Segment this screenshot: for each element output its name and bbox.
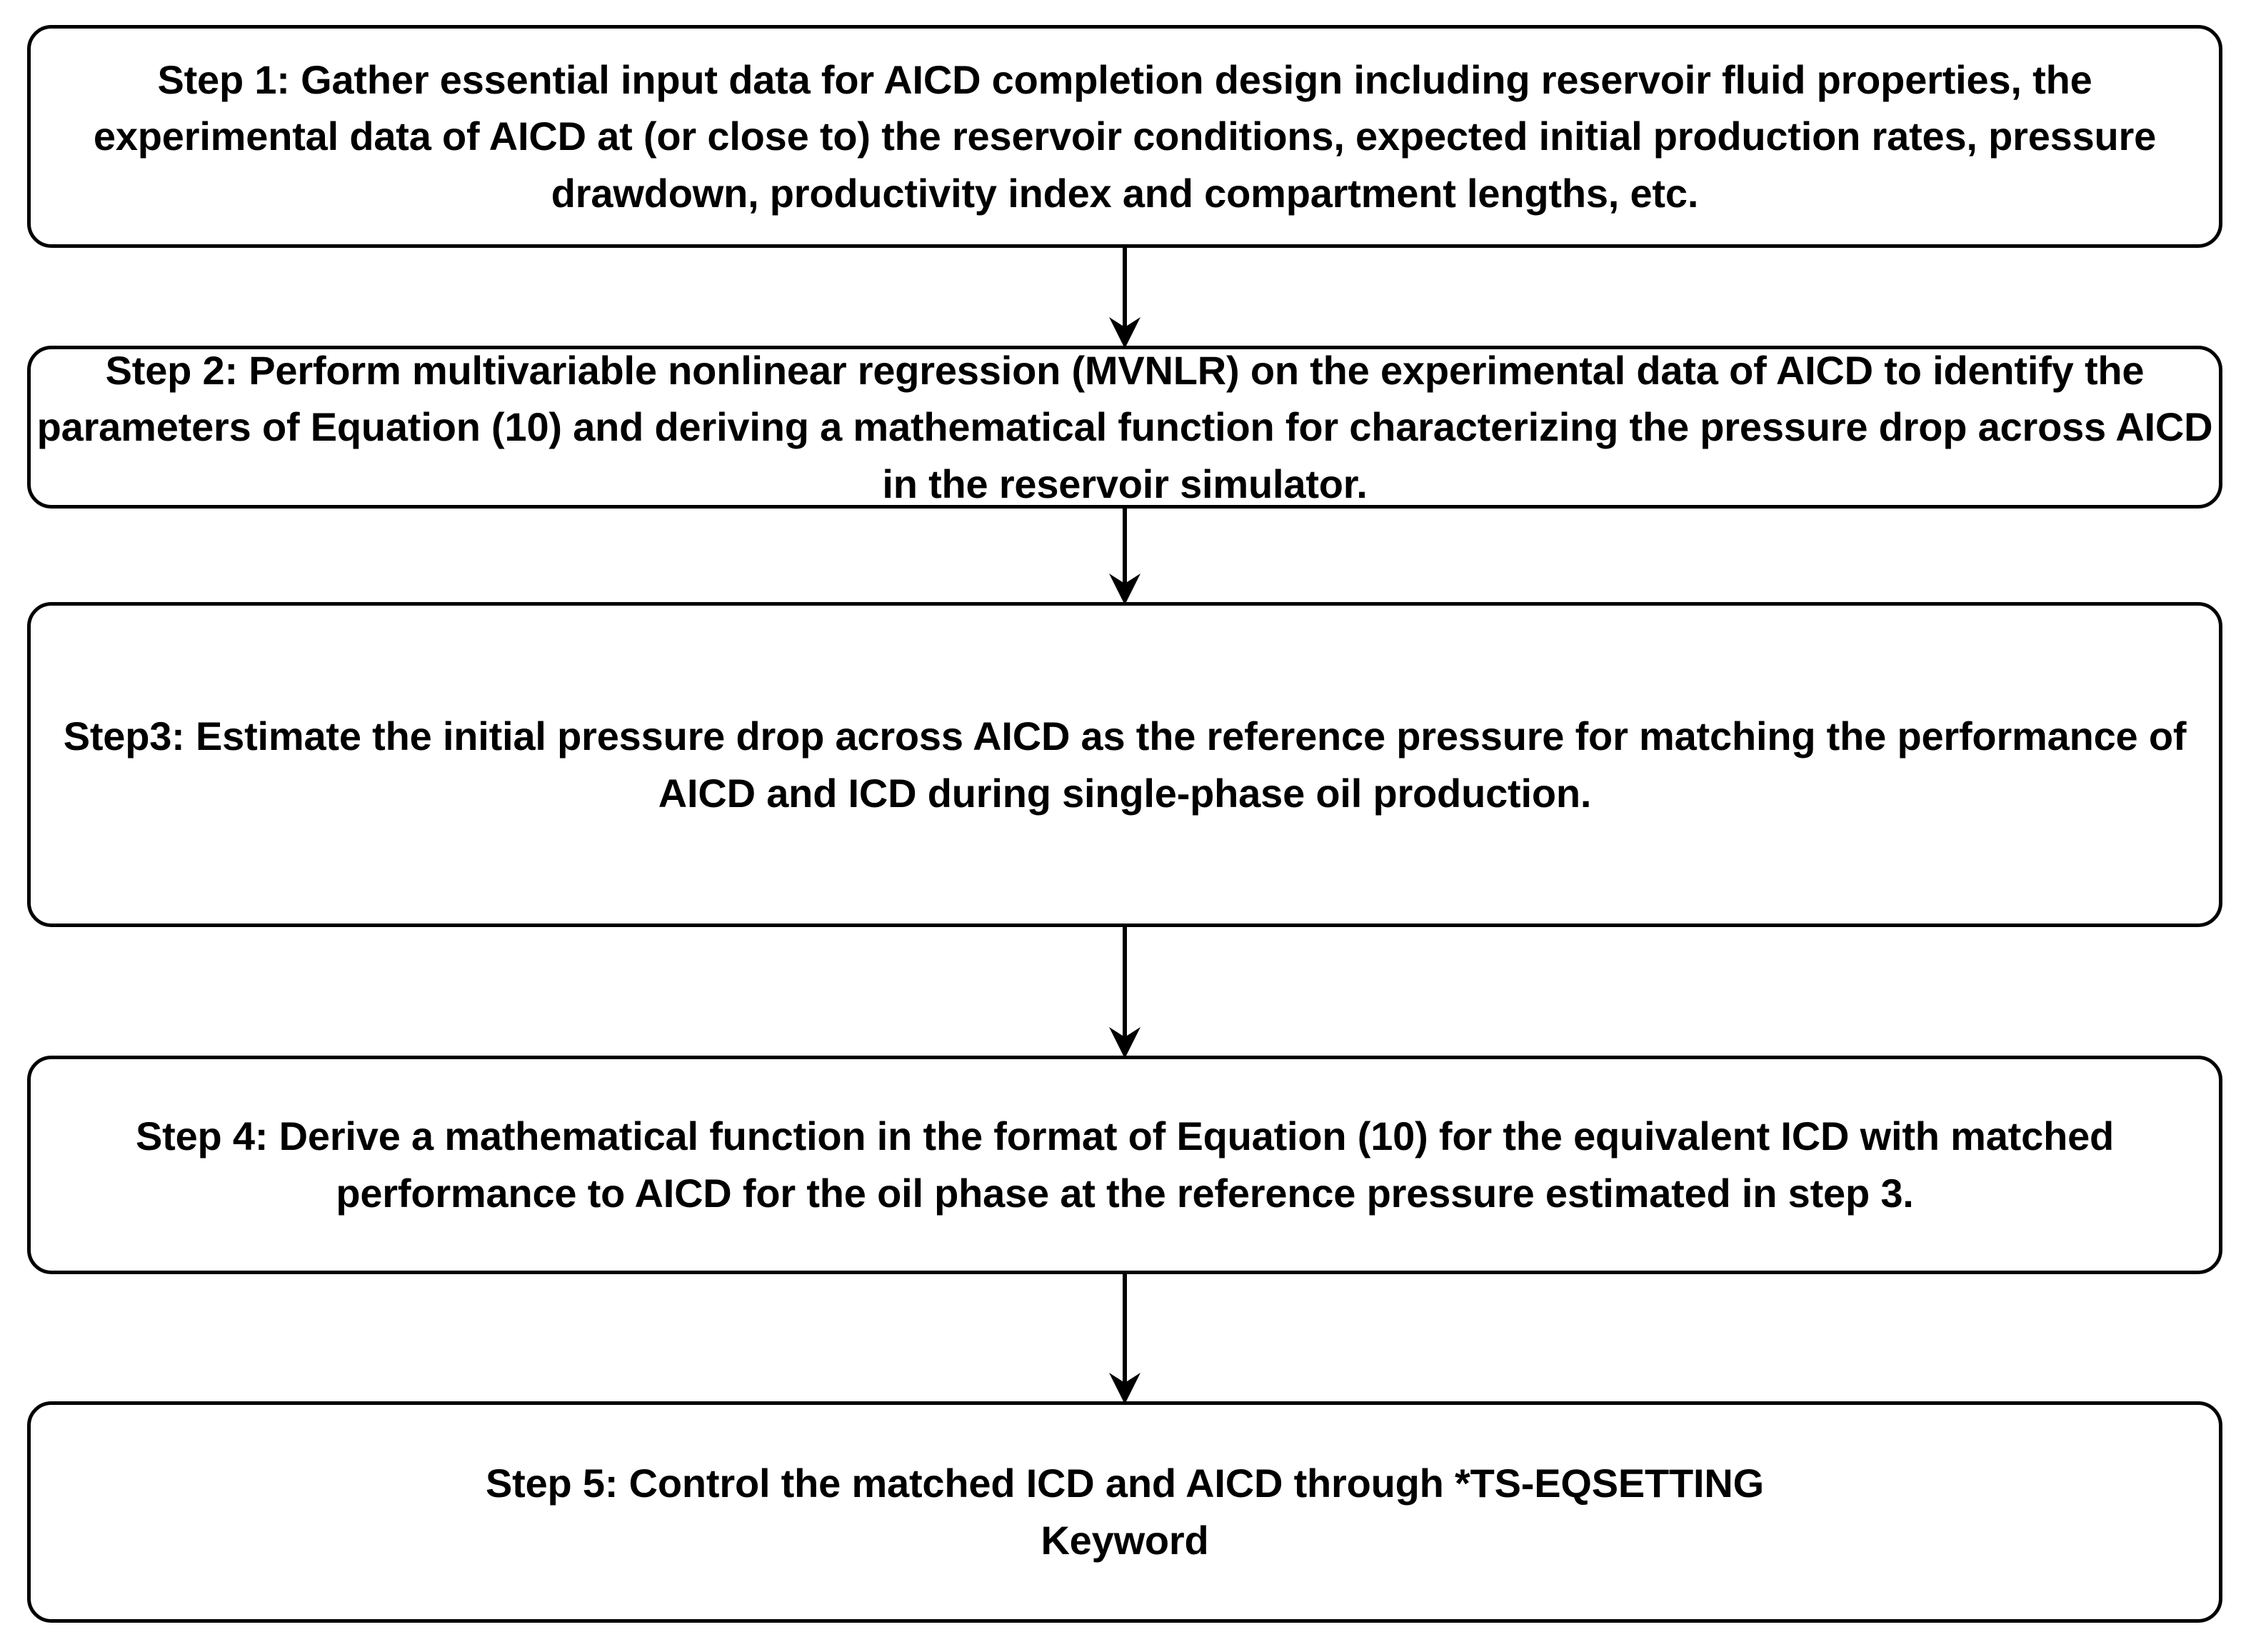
down-arrow-icon [1109, 506, 1140, 605]
connector-step-3-to-step-4 [1106, 924, 1143, 1058]
step-1-text: Step 1: Gather essential input data for … [93, 56, 2157, 216]
down-arrow-icon [1109, 1271, 1140, 1404]
flowchart-node-step-3: Step3: Estimate the initial pressure dro… [27, 602, 2222, 927]
flowchart-node-step-1: Step 1: Gather essential input data for … [27, 25, 2222, 248]
connector-step-4-to-step-5 [1106, 1271, 1143, 1404]
flowchart-node-step-5: Step 5: Control the matched ICD and AICD… [27, 1401, 2222, 1623]
step-3-text: Step3: Estimate the initial pressure dro… [63, 713, 2187, 816]
step-5-text: Step 5: Control the matched ICD and AICD… [486, 1461, 1764, 1563]
down-arrow-icon [1109, 246, 1140, 349]
flowchart-node-step-2: Step 2: Perform multivariable nonlinear … [27, 346, 2222, 509]
step-4-text: Step 4: Derive a mathematical function i… [135, 1113, 2115, 1216]
connector-step-1-to-step-2 [1106, 246, 1143, 349]
flowchart-node-step-4: Step 4: Derive a mathematical function i… [27, 1056, 2222, 1274]
connector-step-2-to-step-3 [1106, 506, 1143, 605]
step-2-text: Step 2: Perform multivariable nonlinear … [36, 347, 2213, 506]
down-arrow-icon [1109, 924, 1140, 1058]
